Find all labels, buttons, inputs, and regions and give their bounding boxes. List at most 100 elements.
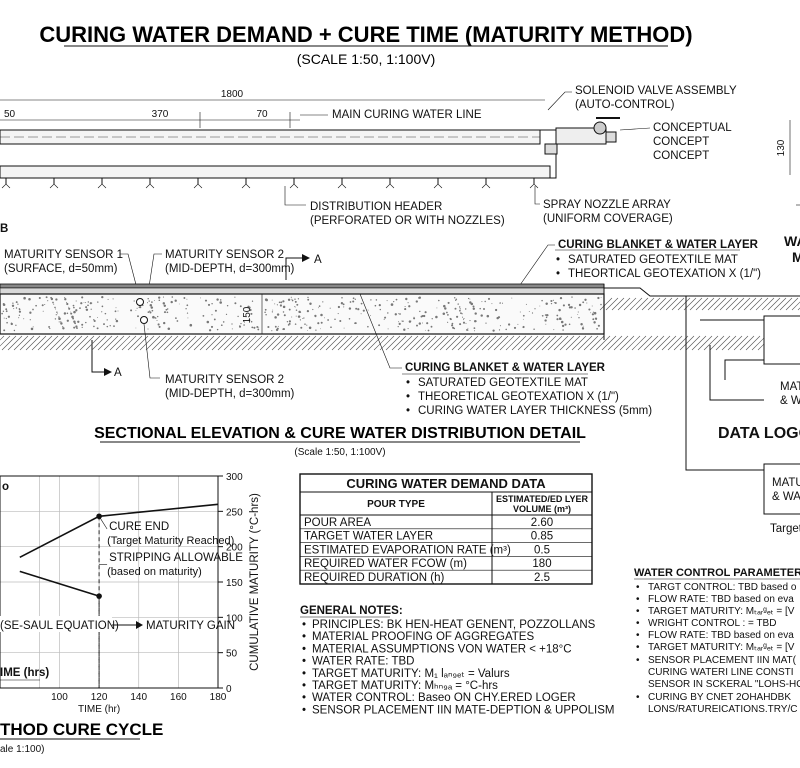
aggregate: [163, 321, 166, 325]
hatch-line: [223, 335, 239, 351]
aggregate: [57, 313, 59, 315]
aggregate: [399, 313, 401, 315]
aggregate: [553, 329, 555, 331]
aggregate: [398, 321, 400, 323]
aggregate: [185, 308, 187, 310]
aggregate: [163, 311, 167, 314]
hatch-line: [553, 335, 569, 351]
hatch-line: [565, 335, 581, 351]
hatch-line: [73, 335, 89, 351]
wire: [724, 359, 764, 380]
aggregate: [130, 309, 133, 312]
hatch-line: [517, 335, 533, 351]
side-dim: 130: [776, 139, 787, 156]
annot-stripping-2: (based on maturity): [107, 566, 202, 578]
hatch-line: [749, 297, 763, 311]
aggregate: [276, 304, 278, 306]
aggregate: [50, 297, 54, 301]
aggregate: [306, 309, 310, 313]
hatch-line: [145, 335, 161, 351]
aggregate: [479, 307, 481, 310]
annot-cure-end-2: (Target Maturity Reached): [107, 535, 234, 547]
aggregate: [216, 298, 219, 301]
hatch-line: [785, 297, 799, 311]
aggregate: [211, 303, 213, 305]
hatch-line: [719, 297, 733, 311]
aggregate: [28, 297, 31, 301]
aggregate: [592, 311, 595, 313]
hatch-line: [733, 335, 749, 351]
hatch-line: [295, 335, 311, 351]
aggregate: [97, 317, 98, 319]
aggregate: [299, 319, 302, 321]
header-label-1: DISTRIBUTION HEADER: [310, 201, 442, 213]
hatch-line: [0, 335, 5, 341]
aggregate: [501, 302, 504, 304]
blanket-top-title: CURING BLANKET & WATER LAYER: [558, 239, 759, 251]
aggregate: [370, 314, 372, 316]
hatch-line: [721, 335, 737, 351]
sensor1-label-2: (SURFACE, d=50mm): [4, 263, 118, 275]
hatch-line: [641, 297, 655, 311]
aggregate: [272, 309, 274, 311]
aggregate: [18, 314, 21, 316]
blanket-bottom-item-1: SATURATED GEOTEXTILE MAT: [418, 377, 588, 389]
nozzle-spray: [385, 183, 395, 189]
hatch-line: [665, 297, 679, 311]
aggregate: [480, 314, 483, 317]
aggregate: [357, 308, 360, 311]
hatch-line: [529, 335, 545, 351]
aggregate: [443, 304, 446, 308]
hatch-line: [85, 335, 101, 351]
aggregate: [271, 299, 273, 301]
page-scale: (SCALE 1:50, 1:100V): [297, 51, 436, 67]
hatch-line: [457, 335, 473, 351]
aggregate: [600, 303, 602, 306]
table-row-label: REQUIRED WATER FCOW (m): [304, 558, 467, 570]
aggregate: [464, 308, 467, 310]
annot-stripping-1: STRIPPING ALLOWABLE: [109, 552, 243, 564]
aggregate: [278, 301, 281, 304]
chart-tick-label-y: 150: [226, 578, 243, 589]
aggregate: [137, 315, 139, 318]
aggregate: [562, 329, 564, 331]
aggregate: [564, 323, 567, 326]
aggregate: [103, 323, 105, 326]
aggregate: [544, 319, 547, 322]
aggregate: [472, 305, 475, 308]
aggregate: [231, 328, 233, 330]
aggregate: [11, 304, 15, 307]
aggregate: [282, 305, 286, 309]
dim-c: 70: [256, 109, 268, 120]
aggregate: [582, 301, 585, 304]
spray-label-1: SPRAY NOZZLE ARRAY: [543, 199, 671, 211]
aggregate: [330, 326, 332, 329]
chart-y-label: CUMULATIVE MATURITY (°C-hrs): [249, 493, 261, 671]
aggregate: [2, 303, 6, 306]
aggregate: [355, 307, 358, 310]
wc-title: WATER CONTROL PARAMETERS: [634, 567, 800, 579]
aggregate: [459, 306, 461, 308]
hatch-line: [313, 335, 329, 351]
table-col2-line2: VOLUME (m³): [513, 504, 571, 514]
aggregate: [147, 297, 149, 300]
aggregate: [23, 296, 26, 300]
aggregate: [472, 307, 476, 311]
hatch-line: [601, 335, 617, 351]
aggregate: [151, 309, 154, 312]
aggregate: [387, 312, 389, 314]
aggregate: [499, 325, 501, 327]
aggregate: [299, 311, 302, 313]
aggregate: [5, 310, 8, 313]
aggregate: [297, 315, 301, 318]
aggregate: [558, 308, 561, 312]
hatch-line: [439, 335, 455, 351]
hatch-line: [629, 297, 643, 311]
table-row-value: 180: [532, 558, 551, 570]
aggregate: [420, 315, 423, 318]
aggregate: [264, 298, 268, 301]
aggregate: [294, 300, 297, 303]
wc-list: •TARGT CONTROL: TBD based o•FLOW RATE: T…: [636, 582, 800, 715]
hatch-line: [169, 335, 185, 351]
chart-tick-label-y: 200: [226, 543, 243, 554]
